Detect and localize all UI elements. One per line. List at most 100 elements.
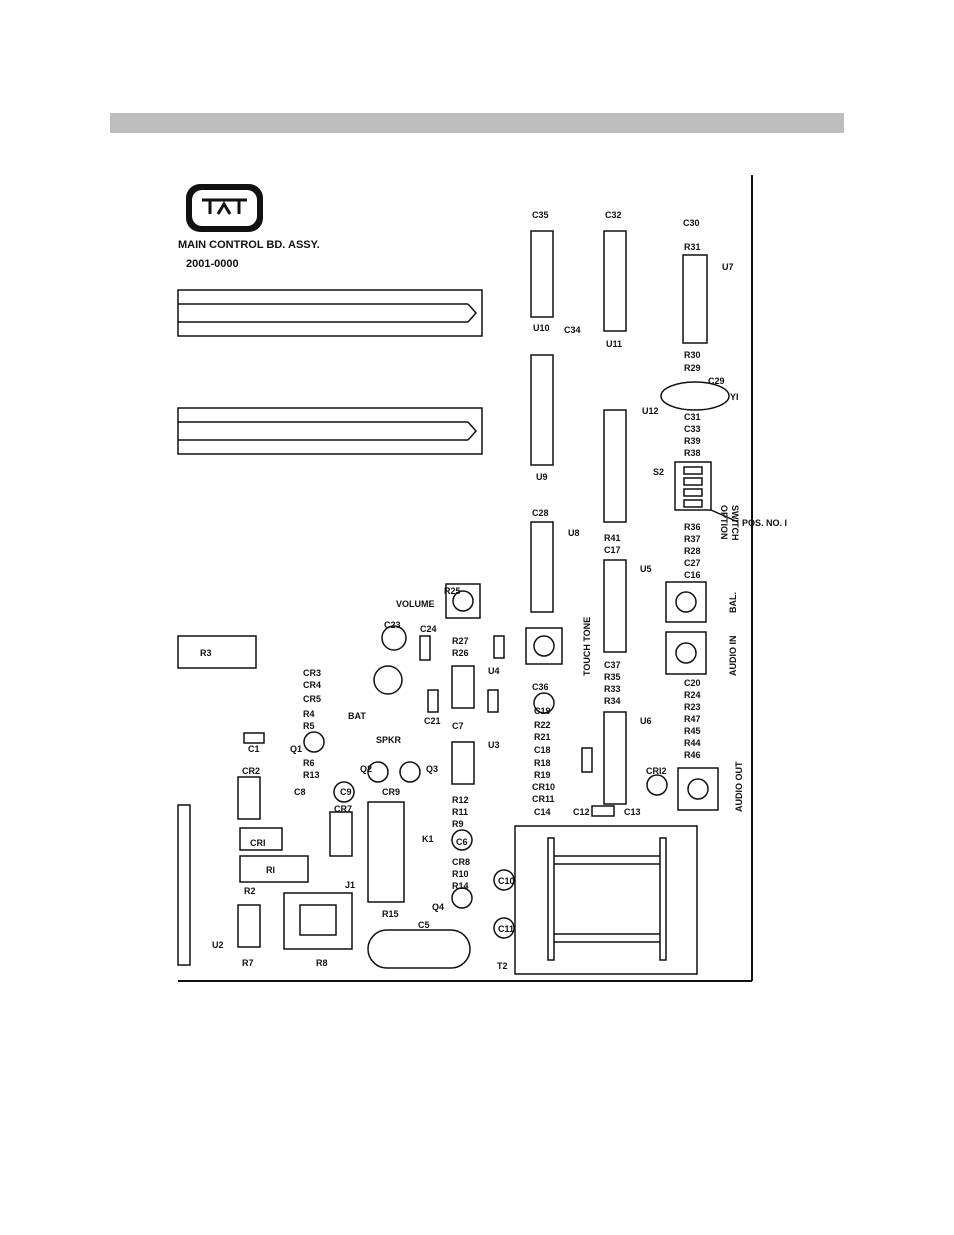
svg-text:C17: C17 [604,545,621,555]
svg-text:C20: C20 [684,678,701,688]
svg-text:CR9: CR9 [382,787,400,797]
pos-no-label: POS. NO. I [742,518,787,528]
svg-text:R19: R19 [534,770,551,780]
svg-text:R27: R27 [452,636,469,646]
svg-text:Q2: Q2 [360,764,372,774]
svg-text:CRI: CRI [250,838,266,848]
svg-text:CRI2: CRI2 [646,766,667,776]
svg-text:C33: C33 [684,424,701,434]
svg-text:R36: R36 [684,522,701,532]
svg-text:R4: R4 [303,709,315,719]
audio-in-label: AUDIO IN [728,636,738,677]
trimmer-pots [445,581,719,811]
svg-text:U11: U11 [606,339,622,349]
svg-text:C34: C34 [564,325,581,335]
svg-text:R21: R21 [534,732,551,742]
bat-label: BAT [348,711,366,721]
svg-text:CR10: CR10 [532,782,555,792]
svg-text:R11: R11 [452,807,468,817]
svg-text:R18: R18 [534,758,551,768]
svg-text:C35: C35 [532,210,549,220]
svg-text:C8: C8 [294,787,306,797]
svg-text:R15: R15 [382,909,399,919]
svg-text:T2: T2 [497,961,508,971]
ic-u11 [603,230,627,332]
ic-u3 [451,741,475,785]
ic-u8 [530,521,554,613]
svg-text:R34: R34 [604,696,621,706]
svg-text:C5: C5 [418,920,430,930]
svg-text:C19: C19 [534,706,551,716]
svg-text:C14: C14 [534,807,551,817]
touch-tone-label: TOUCH TONE [582,617,592,676]
svg-text:C7: C7 [452,721,464,731]
svg-text:U10: U10 [533,323,550,333]
ic-u9 [530,354,554,466]
ic-cr2 [237,776,261,820]
svg-text:Q3: Q3 [426,764,438,774]
svg-text:R41: R41 [604,533,621,543]
option-switch-s2 [674,461,739,523]
svg-text:C11: C11 [498,924,514,934]
svg-text:C36: C36 [532,682,549,692]
svg-text:R45: R45 [684,726,701,736]
ic-u4 [451,665,475,709]
svg-text:R26: R26 [452,648,469,658]
svg-text:R47: R47 [684,714,701,724]
svg-text:CR11: CR11 [532,794,555,804]
svg-text:C29: C29 [708,376,725,386]
board-part-number: 2001-0000 [186,258,239,270]
svg-text:CR7: CR7 [334,804,352,814]
svg-text:CR8: CR8 [452,857,470,867]
svg-text:R13: R13 [303,770,320,780]
spkr-label: SPKR [376,735,402,745]
svg-text:C13: C13 [624,807,641,817]
ic-u7 [682,254,708,344]
svg-text:Q4: Q4 [432,902,444,912]
svg-text:R2: R2 [244,886,256,896]
board-title: MAIN CONTROL BD. ASSY. [178,239,320,251]
svg-text:R6: R6 [303,758,315,768]
svg-text:C27: C27 [684,558,701,568]
svg-text:J1: J1 [345,880,355,890]
svg-text:C30: C30 [683,218,700,228]
svg-text:R39: R39 [684,436,701,446]
svg-text:S2: S2 [653,467,664,477]
svg-text:U4: U4 [488,666,500,676]
svg-text:R23: R23 [684,702,701,712]
svg-text:C31: C31 [684,412,701,422]
board-outline [178,175,753,982]
ic-u5 [603,559,627,653]
svg-text:R35: R35 [604,672,621,682]
svg-text:R37: R37 [684,534,701,544]
ic-u2 [237,904,261,948]
svg-text:C21: C21 [424,716,441,726]
svg-text:YI: YI [730,392,739,402]
ic-u6 [603,711,627,805]
passive-components [177,625,698,975]
svg-text:U6: U6 [640,716,652,726]
ic-u12 [603,409,627,523]
option-switch-label-1: OPTION [719,505,729,540]
edge-connector-bottom [177,407,483,455]
audio-out-label: AUDIO OUT [734,761,744,812]
svg-text:R30: R30 [684,350,701,360]
svg-text:R44: R44 [684,738,701,748]
svg-text:U3: U3 [488,740,500,750]
svg-text:K1: K1 [422,834,434,844]
svg-text:R24: R24 [684,690,701,700]
svg-text:R38: R38 [684,448,701,458]
svg-text:R31: R31 [684,242,701,252]
svg-text:U7: U7 [722,262,734,272]
ic-chips [237,230,708,948]
svg-text:R3: R3 [200,648,212,658]
svg-text:R29: R29 [684,363,701,373]
bal-label: BAL. [728,592,738,613]
svg-text:C37: C37 [604,660,621,670]
svg-text:CR2: CR2 [242,766,260,776]
ic-cr7 [329,811,353,857]
svg-text:R9: R9 [452,819,464,829]
svg-text:R28: R28 [684,546,701,556]
svg-text:R33: R33 [604,684,621,694]
svg-text:CR4: CR4 [303,680,321,690]
